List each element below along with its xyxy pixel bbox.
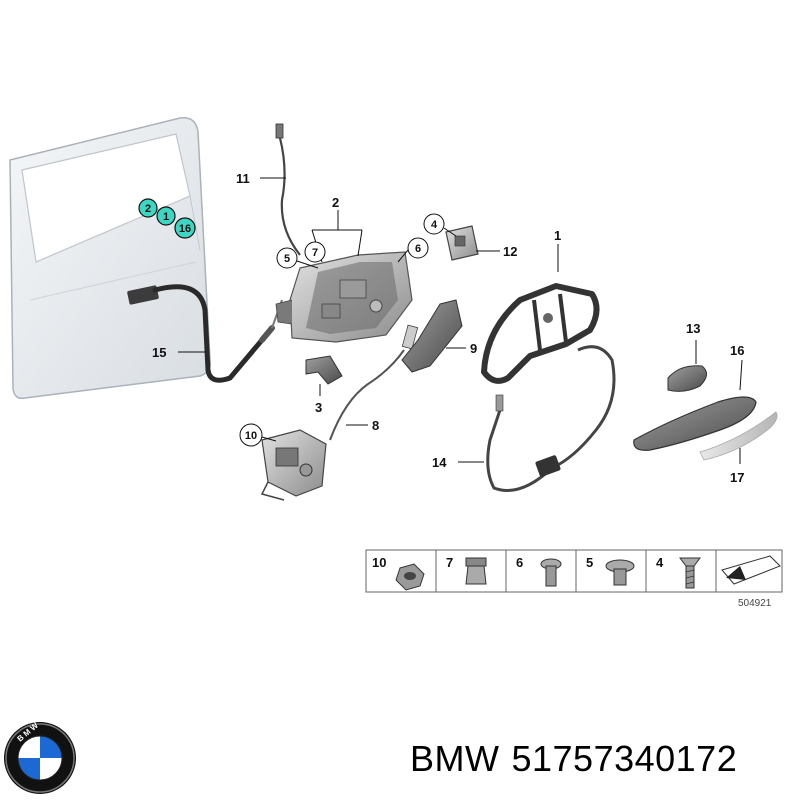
part-12-striker[interactable] [445,225,479,261]
flange-screw-icon [605,559,635,586]
hardware-item-6[interactable]: 6 [516,555,562,587]
hardware-item-5[interactable]: 5 [586,555,635,586]
part-13-cap[interactable] [667,365,707,392]
rear-door-panel [9,117,212,400]
hardware-number: 7 [446,555,453,570]
hardware-strip: 10 7 6 5 [365,549,783,593]
callout-11[interactable]: 11 [236,171,250,186]
hardware-number: 6 [516,555,523,570]
callout-4: 4 [431,219,438,231]
part-14-cable[interactable] [486,345,616,492]
callout-6-circle[interactable]: 6 [407,237,429,259]
part-11-cable[interactable] [275,123,301,256]
brand-part-number: BMW 51757340172 [410,738,749,780]
callout-15[interactable]: 15 [152,345,166,360]
countersunk-screw-icon [679,557,701,589]
hardware-number: 5 [586,555,593,570]
door-marker-label: 16 [179,223,191,235]
part-2-door-lock[interactable] [275,251,413,343]
hardware-number: 4 [656,555,664,570]
hardware-item-7[interactable]: 7 [446,555,487,585]
bmw-logo: B M W [4,721,76,794]
callout-7-circle[interactable]: 7 [304,241,326,263]
callout-12[interactable]: 12 [503,244,517,259]
part-16-door-handle[interactable] [633,396,757,451]
door-marker-2[interactable]: 2 [138,198,158,218]
pan-head-screw-icon [540,558,562,587]
callout-5: 5 [284,253,290,265]
arrow-plate-icon [721,555,781,585]
callout-10-circle[interactable]: 10 [239,423,263,447]
callout-3[interactable]: 3 [315,400,322,415]
part-17-chrome-trim[interactable] [699,411,778,461]
diagram-number: 504921 [738,598,772,609]
callout-4-circle[interactable]: 4 [423,213,445,235]
callout-14[interactable]: 14 [432,455,447,470]
part-1-handle-carrier[interactable] [481,283,600,384]
hex-nut-icon [395,563,425,591]
callout-1[interactable]: 1 [554,228,561,243]
part-9-bracket[interactable] [401,299,463,373]
callout-10: 10 [245,430,257,442]
callout-17[interactable]: 17 [730,470,744,485]
callout-13[interactable]: 13 [686,321,700,336]
part-3-bracket[interactable] [305,355,343,385]
part-number: 51757340172 [511,738,738,779]
hardware-number: 10 [372,555,386,570]
door-marker-label: 2 [145,203,151,215]
clip-nut-icon [465,557,487,585]
callout-9[interactable]: 9 [470,341,477,356]
callout-8[interactable]: 8 [372,418,379,433]
callout-2[interactable]: 2 [332,195,339,210]
hardware-item-4[interactable]: 4 [656,555,701,589]
callout-16[interactable]: 16 [730,343,744,358]
part-10-actuator[interactable] [260,429,327,501]
door-marker-1[interactable]: 1 [156,206,176,226]
door-marker-16[interactable]: 16 [174,217,196,239]
door-marker-label: 1 [163,211,169,223]
callout-6: 6 [415,243,421,255]
callout-5-circle[interactable]: 5 [276,247,298,269]
callout-7: 7 [312,247,318,259]
part-8-cable[interactable] [329,324,419,441]
hardware-item-10[interactable]: 10 [372,555,425,591]
brand-name: BMW [410,738,500,779]
